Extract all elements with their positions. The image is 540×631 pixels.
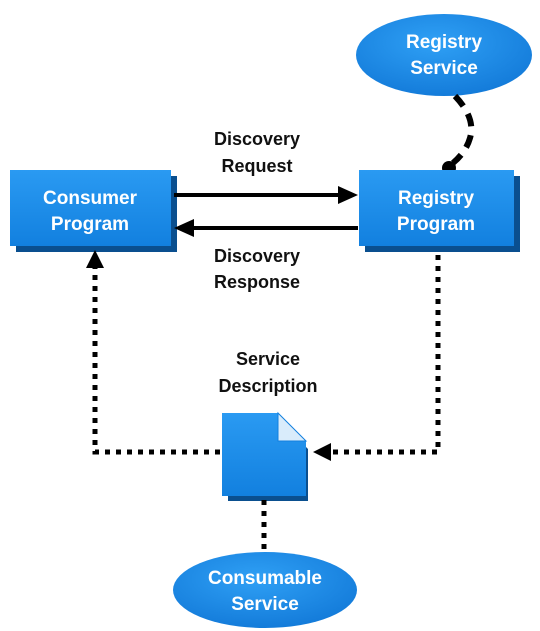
registry-program-label-line1: Registry (398, 188, 474, 209)
consumer-program-label-line1: Consumer (43, 188, 138, 209)
service-description-document-icon (222, 411, 308, 501)
service-description-label-line2: Description (218, 376, 317, 396)
discovery-request-label-line2: Request (221, 156, 292, 176)
consumer-program-node: Consumer Program (10, 170, 177, 252)
consumable-service-label-line2: Service (231, 594, 299, 615)
consumer-program-label-line2: Program (51, 214, 129, 235)
discovery-request-label-line1: Discovery (214, 129, 300, 149)
consumable-service-label-line1: Consumable (208, 568, 322, 589)
discovery-response-arrow (174, 219, 358, 237)
consumable-service-node: Consumable Service (173, 552, 357, 628)
registry-service-connector (451, 93, 475, 166)
registry-service-label-line1: Registry (406, 32, 482, 53)
discovery-response-label-line2: Response (214, 272, 300, 292)
discovery-response-label-line1: Discovery (214, 246, 300, 266)
registry-service-node: Registry Service (356, 14, 532, 96)
discovery-request-arrow (174, 186, 358, 204)
registry-service-label-line2: Service (410, 58, 478, 79)
registry-program-node: Registry Program (359, 170, 520, 252)
document-to-consumer-dotted-arrow (86, 250, 220, 455)
registry-to-document-dotted-arrow (313, 255, 441, 461)
registry-program-label-line2: Program (397, 214, 475, 235)
service-description-label-line1: Service (236, 349, 300, 369)
